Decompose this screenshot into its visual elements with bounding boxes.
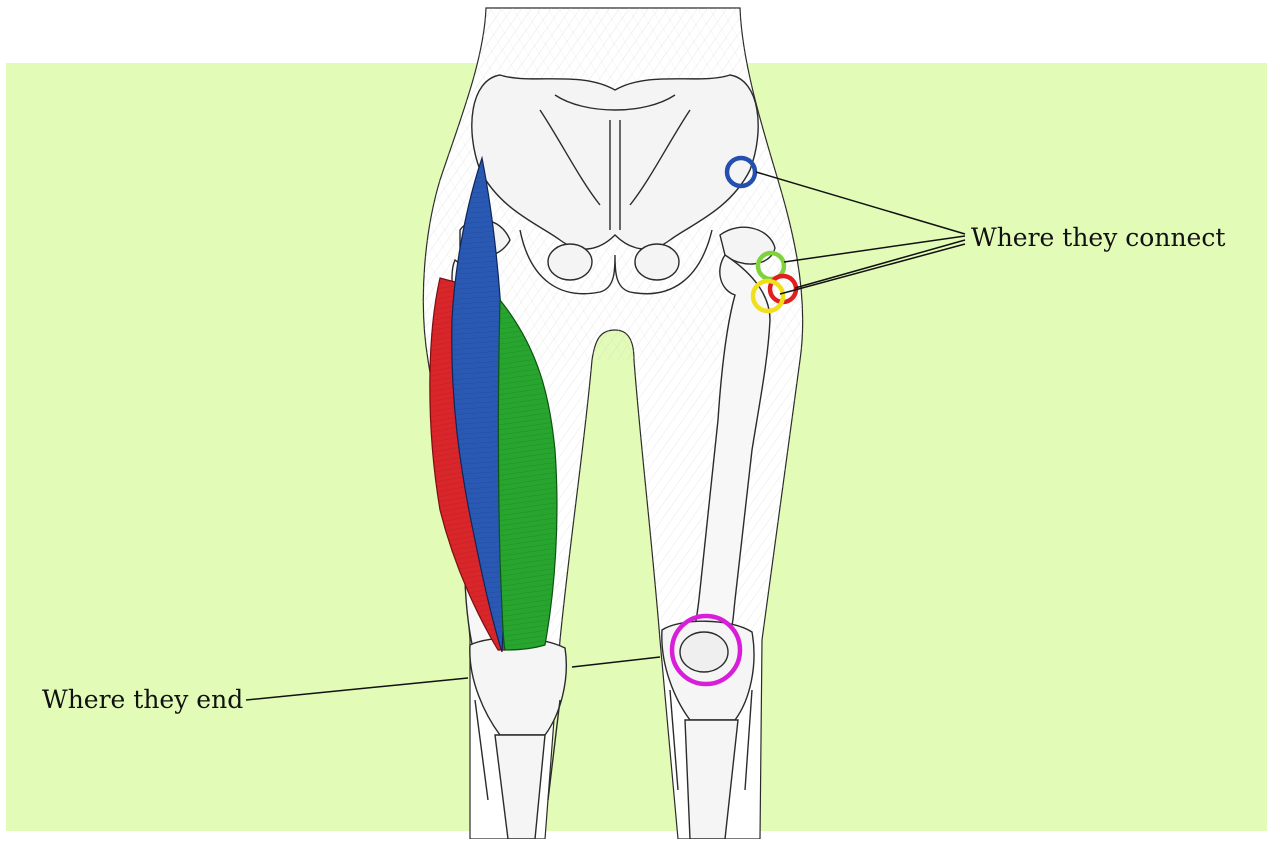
connect-label: Where they connect [971,223,1225,252]
end-label: Where they end [42,685,243,714]
